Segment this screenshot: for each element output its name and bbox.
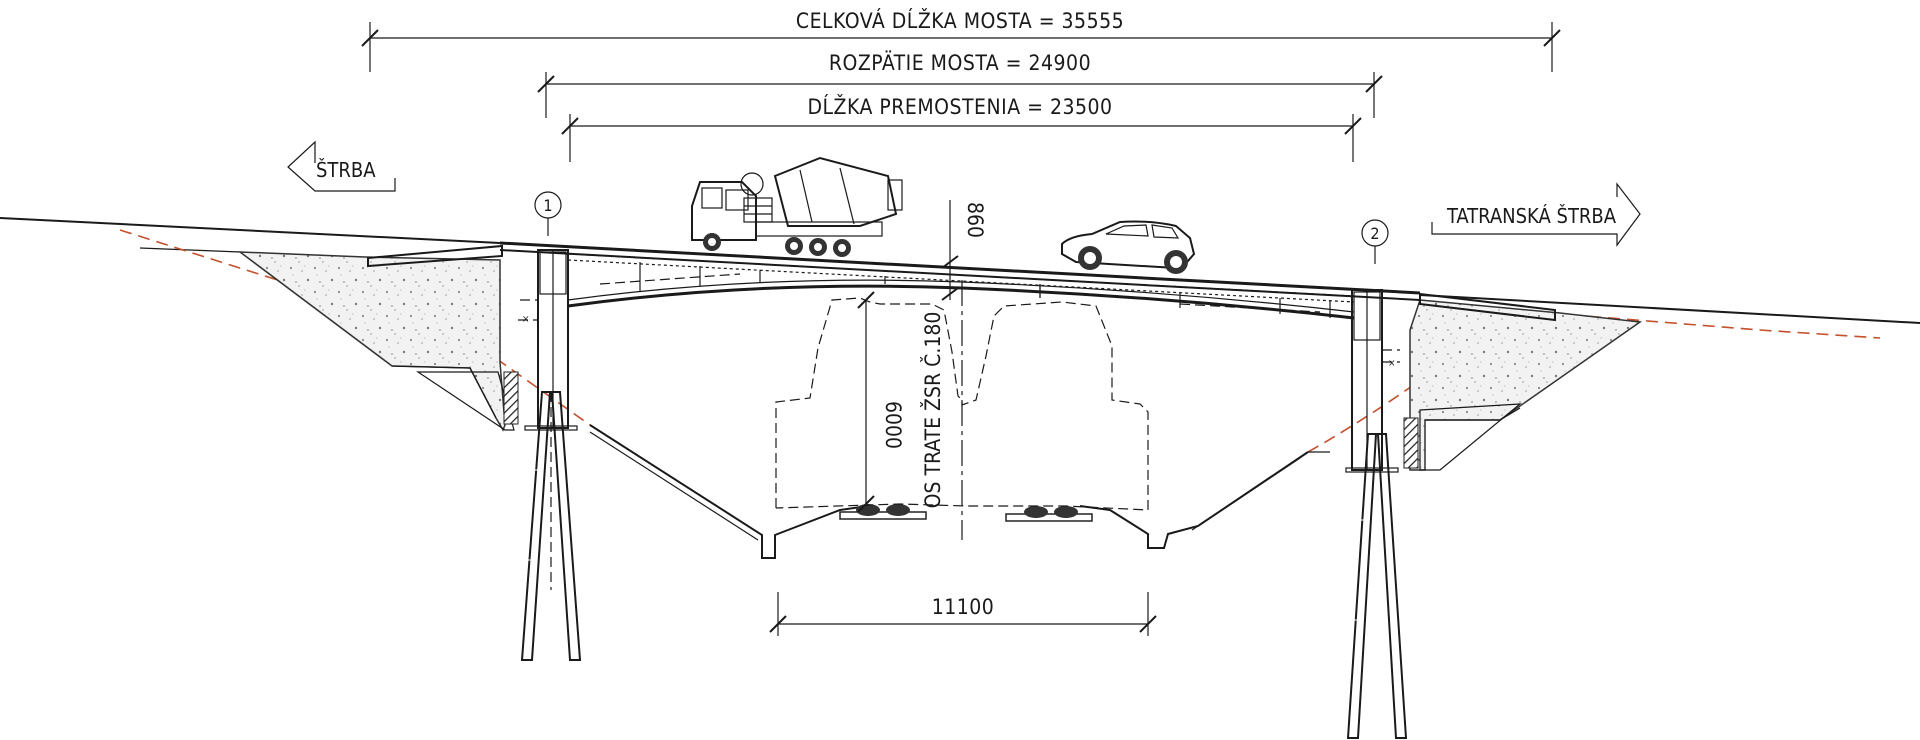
right-abutment: × xyxy=(1345,289,1400,473)
deck-depth-label: 860 xyxy=(963,202,987,238)
support-marker-2: 2 xyxy=(1361,219,1389,264)
bridging-length-label: DĹŽKA PREMOSTENIA = 23500 xyxy=(807,94,1112,119)
support-2-label: 2 xyxy=(1370,224,1379,243)
left-abutment: × xyxy=(518,249,578,431)
railway-cut xyxy=(589,424,1330,559)
svg-text:×: × xyxy=(522,314,530,325)
dimension-clearance-width: 11100 xyxy=(769,592,1157,636)
left-embankment xyxy=(237,244,519,432)
clearance-height-label: 6000 xyxy=(881,401,905,449)
total-length-label: CELKOVÁ DĹŽKA MOSTA = 35555 xyxy=(796,8,1124,33)
terrain-profile xyxy=(0,217,1920,453)
bridge-deck xyxy=(499,241,1421,320)
direction-left-label: ŠTRBA xyxy=(316,158,376,182)
support-1-label: 1 xyxy=(543,196,552,215)
left-piles xyxy=(520,391,582,661)
clearance-width-label: 11100 xyxy=(932,595,995,619)
dimension-clearance-height: 6000 xyxy=(857,291,905,513)
right-abutment-hatch xyxy=(1403,417,1419,469)
dimension-bridging-length: DĹŽKA PREMOSTENIA = 23500 xyxy=(561,94,1362,162)
dimension-total-length: CELKOVÁ DĹŽKA MOSTA = 35555 xyxy=(361,8,1561,72)
car-icon xyxy=(1061,220,1196,274)
rail-track-right xyxy=(1005,513,1093,522)
right-embankment xyxy=(1403,292,1643,471)
right-piles xyxy=(1346,433,1408,739)
dimension-deck-depth: 860 xyxy=(941,200,987,301)
dimension-span: ROZPÄTIE MOSTA = 24900 xyxy=(537,50,1383,118)
svg-text:×: × xyxy=(1388,358,1396,369)
concrete-mixer-truck-icon xyxy=(691,156,903,257)
left-abutment-hatch xyxy=(503,371,519,425)
clearance-envelope xyxy=(775,297,1149,511)
track-axis: OS TRATE ŽSR Č.180 xyxy=(920,280,963,540)
rail-track-left xyxy=(839,511,927,520)
track-axis-label: OS TRATE ŽSR Č.180 xyxy=(920,312,945,509)
direction-arrow-left: ŠTRBA xyxy=(287,140,396,192)
support-marker-1: 1 xyxy=(534,191,562,236)
direction-right-label: TATRANSKÁ ŠTRBA xyxy=(1446,204,1617,228)
direction-arrow-right: TATRANSKÁ ŠTRBA xyxy=(1431,182,1641,247)
span-label: ROZPÄTIE MOSTA = 24900 xyxy=(829,50,1091,75)
